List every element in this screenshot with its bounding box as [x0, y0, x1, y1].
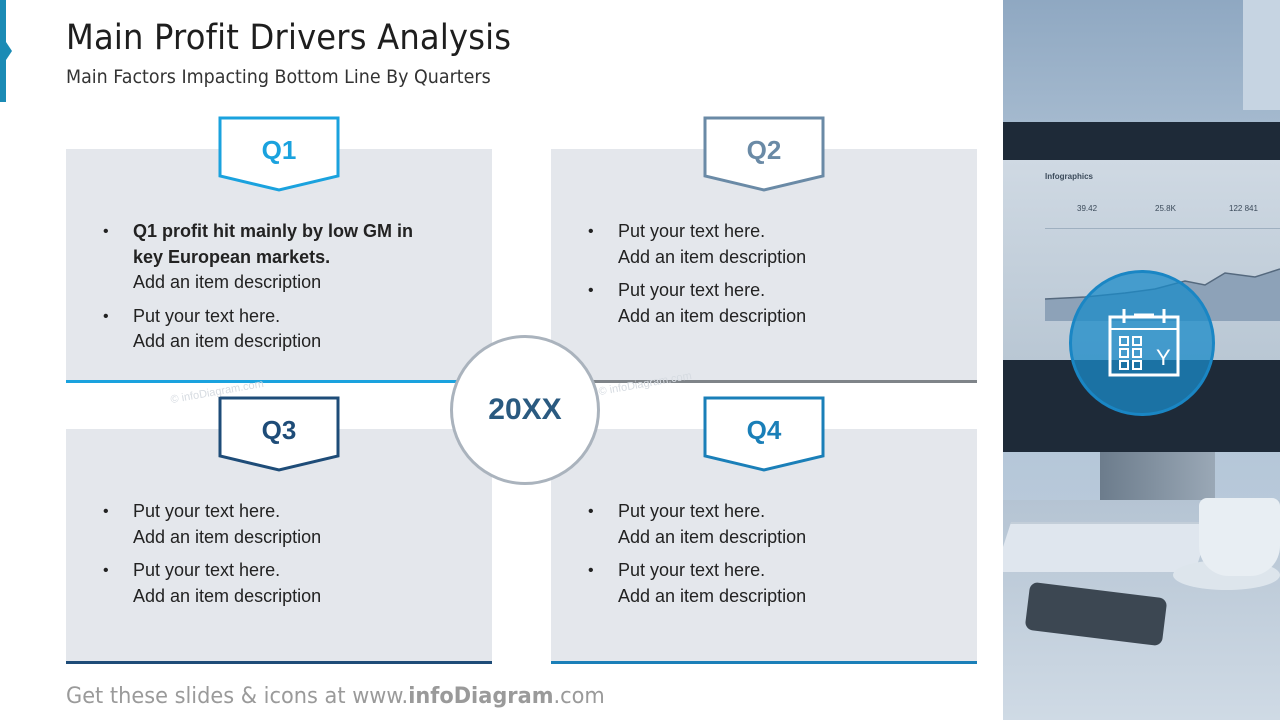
item-description: Add an item description	[618, 246, 807, 267]
item-description: Add an item description	[133, 585, 322, 606]
item-text: Put your text here.	[618, 280, 766, 300]
bullet-list: Put your text here. Add an item descript…	[588, 499, 958, 617]
badge-shape	[703, 116, 825, 192]
list-item: Put your text here. Add an item descript…	[103, 558, 473, 609]
item-description: Add an item description	[133, 272, 322, 292]
quarter-badge-q1: Q1	[218, 116, 340, 192]
photo-wall	[1003, 0, 1280, 122]
quarter-badge-q3: Q3	[218, 396, 340, 472]
badge-shape	[218, 116, 340, 192]
item-description: Add an item description	[133, 331, 322, 351]
item-text: Put your text here.	[133, 305, 281, 326]
item-text: Put your text here.	[618, 501, 766, 521]
calendar-year-icon: Y	[1108, 309, 1180, 377]
coffee-cup	[1199, 498, 1280, 576]
footer: Get these slides & icons at www.infoDiag…	[66, 684, 605, 709]
item-description: Add an item description	[133, 526, 322, 547]
item-description: Add an item description	[618, 526, 807, 547]
item-text: Put your text here.	[133, 501, 281, 521]
screen-stat: 122 841	[1229, 204, 1258, 213]
bullet-list: Put your text here. Add an item descript…	[103, 499, 473, 617]
screen-stat: 25.8K	[1155, 204, 1176, 213]
keyboard	[1003, 522, 1212, 572]
item-text: Q1 profit hit mainly by low GM in	[133, 221, 414, 241]
quarter-badge-q4: Q4	[703, 396, 825, 472]
calendar-circle: Y	[1069, 270, 1215, 416]
calendar-letter: Y	[1156, 345, 1171, 370]
page-subtitle: Main Factors Impacting Bottom Line By Qu…	[66, 66, 491, 88]
footer-prefix: Get these slides & icons at www.	[66, 684, 409, 709]
item-description: Add an item description	[618, 585, 807, 606]
item-text: Put your text here.	[618, 560, 766, 580]
list-item: Put your text here. Add an item descript…	[103, 499, 473, 550]
bullet-list: Put your text here. Add an item descript…	[588, 219, 958, 337]
badge-shape	[703, 396, 825, 472]
item-text: key European markets.	[133, 246, 331, 267]
item-description: Add an item description	[618, 305, 807, 326]
list-item: Put your text here. Add an item descript…	[588, 499, 958, 550]
quarter-label: Q1	[261, 135, 297, 165]
footer-suffix: .com	[553, 684, 605, 709]
quarter-label: Q2	[746, 135, 782, 165]
list-item: Put your text here. Add an item descript…	[588, 558, 958, 609]
footer-brand: infoDiagram	[408, 684, 554, 709]
photo-window	[1243, 0, 1280, 110]
screen-stat: 39.42	[1077, 204, 1098, 213]
year-circle: 20XX	[450, 335, 600, 485]
quarter-badge-q2: Q2	[703, 116, 825, 192]
quarter-label: Q3	[261, 415, 297, 445]
list-item: Put your text here. Add an item descript…	[588, 278, 958, 329]
item-text: Put your text here.	[133, 560, 281, 580]
quarter-label: Q4	[746, 415, 782, 445]
list-item: Put your text here. Add an item descript…	[588, 219, 958, 270]
bullet-list: Q1 profit hit mainly by low GM in key Eu…	[103, 219, 473, 363]
list-item: Q1 profit hit mainly by low GM in key Eu…	[103, 219, 473, 296]
accent-tab	[0, 0, 12, 102]
year-label: 20XX	[488, 393, 562, 426]
list-item: Put your text here. Add an item descript…	[103, 304, 473, 355]
screen-title: Infographics	[1045, 172, 1094, 181]
item-text: Put your text here.	[618, 221, 766, 241]
badge-shape	[218, 396, 340, 472]
page-title: Main Profit Drivers Analysis	[66, 18, 512, 58]
desk-photo: Infographics 39.42 25.8K 122 841 Y	[1003, 0, 1280, 720]
